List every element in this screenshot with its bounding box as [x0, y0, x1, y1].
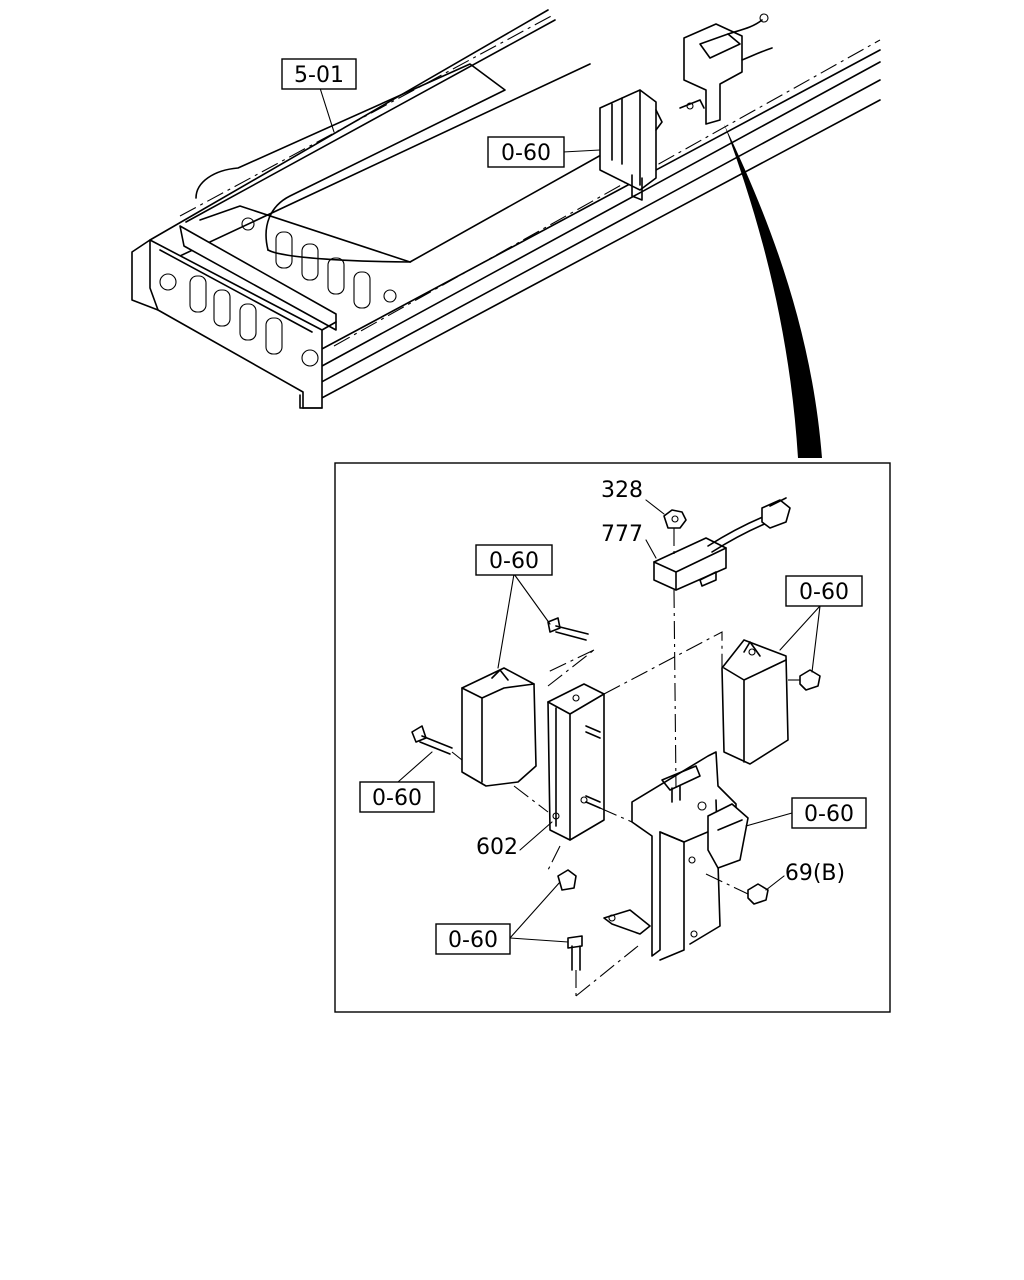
callout-detail-upper-right: 0-60 [785, 575, 863, 607]
ecu-left-drawing [461, 667, 537, 787]
callout-detail-upper-left: 0-60 [475, 544, 553, 576]
ecu-right-drawing [721, 639, 789, 765]
callout-frame-ref: 5-01 [281, 58, 357, 90]
callout-detail-left: 0-60 [359, 781, 435, 813]
part-number-602: 602 [476, 835, 518, 860]
detail-drawing [397, 497, 821, 997]
callout-detail-right-text: 0-60 [804, 802, 854, 827]
callout-detail-bottom-text: 0-60 [448, 928, 498, 953]
callout-frame-ref-text: 5-01 [294, 63, 344, 88]
part-number-69b: 69(B) [785, 861, 845, 886]
callout-detail-bottom: 0-60 [435, 923, 511, 955]
chassis-frame-drawing [131, 9, 881, 409]
main-bracket-drawing [603, 751, 749, 961]
part-number-777: 777 [601, 522, 643, 547]
callout-detail-left-text: 0-60 [372, 786, 422, 811]
leader-lines [397, 499, 821, 943]
callout-detail-upper-left-text: 0-60 [489, 549, 539, 574]
detail-pointer-wedge [724, 124, 822, 458]
callout-detail-upper-right-text: 0-60 [799, 580, 849, 605]
callout-top-ref-text: 0-60 [501, 141, 551, 166]
part-number-328: 328 [601, 478, 643, 503]
nut-328-drawing [663, 509, 687, 529]
callout-detail-right: 0-60 [791, 797, 867, 829]
bracket-602-drawing [547, 683, 605, 841]
sensor-777-drawing [653, 497, 791, 591]
assembly-lines [451, 528, 800, 997]
detail-view-frame [334, 462, 891, 1013]
frame-mounted-components [599, 13, 773, 201]
bolts-drawing [411, 617, 821, 971]
callout-top-ref: 0-60 [487, 136, 565, 168]
frame-slots [159, 217, 397, 367]
